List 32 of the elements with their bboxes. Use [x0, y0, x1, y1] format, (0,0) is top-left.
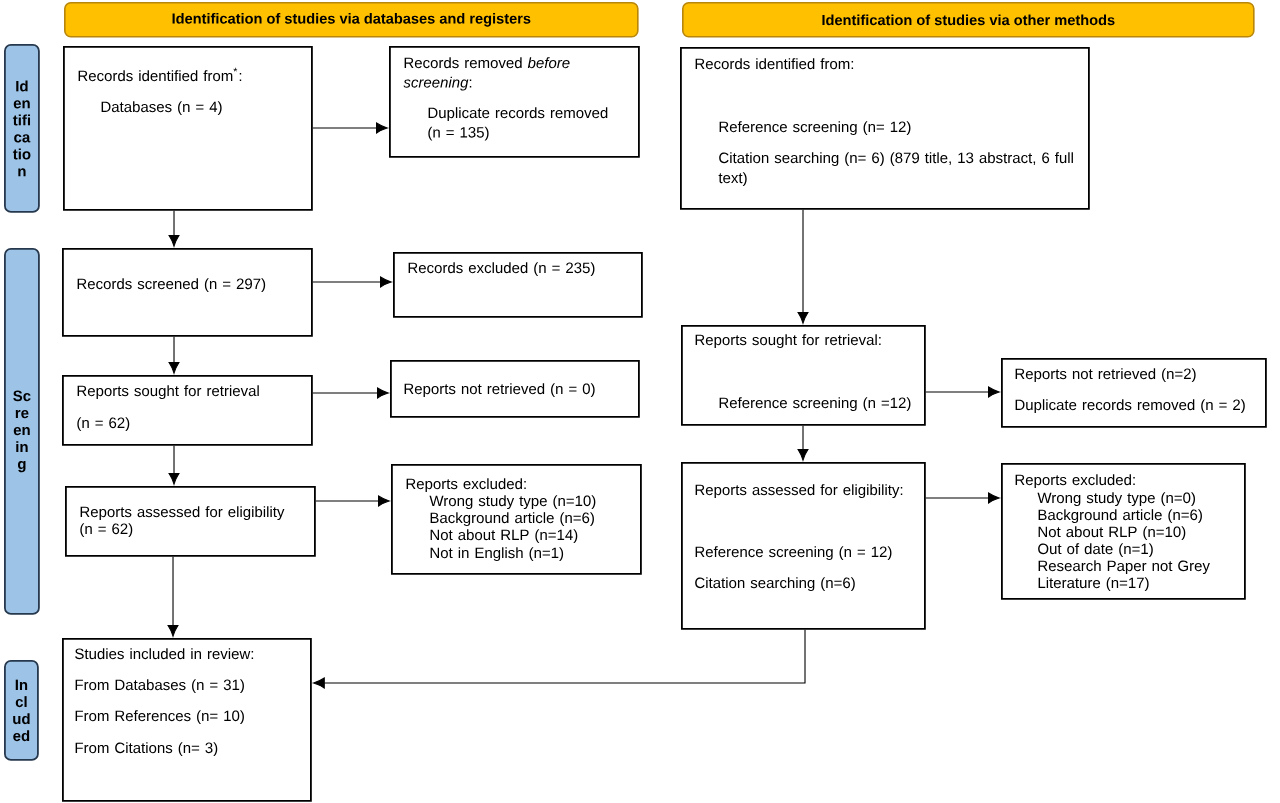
- arrow: [925, 386, 1000, 398]
- stage-band: Sc re en in g: [4, 248, 40, 615]
- arrow: [168, 210, 180, 247]
- stage-band: In cl ud ed: [4, 660, 39, 761]
- arrow: [312, 276, 392, 288]
- section-header: Identification of studies via databases and registers: [64, 2, 639, 38]
- flow-box: Records identified from: Reference screening (n= 12) Citation searching (n= 6) (879 title, 13 abstract, 6 full text): [680, 47, 1090, 210]
- arrow: [168, 445, 180, 485]
- arrow: [313, 629, 806, 689]
- flow-box: Reports sought for retrieval: Reference screening (n =12): [681, 325, 926, 426]
- flow-box: Reports assessed for eligibility: Reference screening (n = 12) Citation searching (n=6): [681, 462, 926, 630]
- flow-box: Reports excluded: Wrong study type (n=0) Background article (n=6) Not about RLP (n=10) Out of date (n=1) Research Paper not Grey Literature (n=17): [1001, 463, 1246, 600]
- arrow: [315, 495, 390, 507]
- flow-box: Records screened (n = 297): [62, 248, 313, 337]
- arrow: [168, 336, 180, 374]
- arrow: [312, 387, 389, 399]
- flow-box: Records excluded (n = 235): [393, 252, 643, 318]
- flow-box: Reports not retrieved (n=2) Duplicate records removed (n = 2): [1001, 358, 1267, 428]
- arrow: [797, 425, 809, 461]
- arrow: [312, 122, 388, 134]
- arrow: [925, 492, 1000, 504]
- flow-box: Reports assessed for eligibility (n = 62): [65, 486, 316, 557]
- flow-box: Reports sought for retrieval (n = 62): [62, 375, 313, 446]
- section-header: Identification of studies via other methods: [682, 2, 1255, 38]
- arrow: [797, 209, 809, 324]
- arrow: [167, 556, 179, 637]
- flow-box: Studies included in review: From Databases (n = 31) From References (n= 10) From Citations (n= 3): [62, 638, 312, 802]
- stage-band: Id en tifi ca tio n: [4, 44, 40, 213]
- flow-box: Reports not retrieved (n = 0): [390, 360, 640, 418]
- flow-box: Records identified from$^{*}$: Databases (n = 4): [63, 46, 313, 211]
- flow-box: Reports excluded: Wrong study type (n=10) Background article (n=6) Not about RLP (n=14) Not in English (n=1): [391, 464, 642, 575]
- flow-box: Records removed before screening: Duplicate records removed (n = 135): [389, 46, 640, 158]
